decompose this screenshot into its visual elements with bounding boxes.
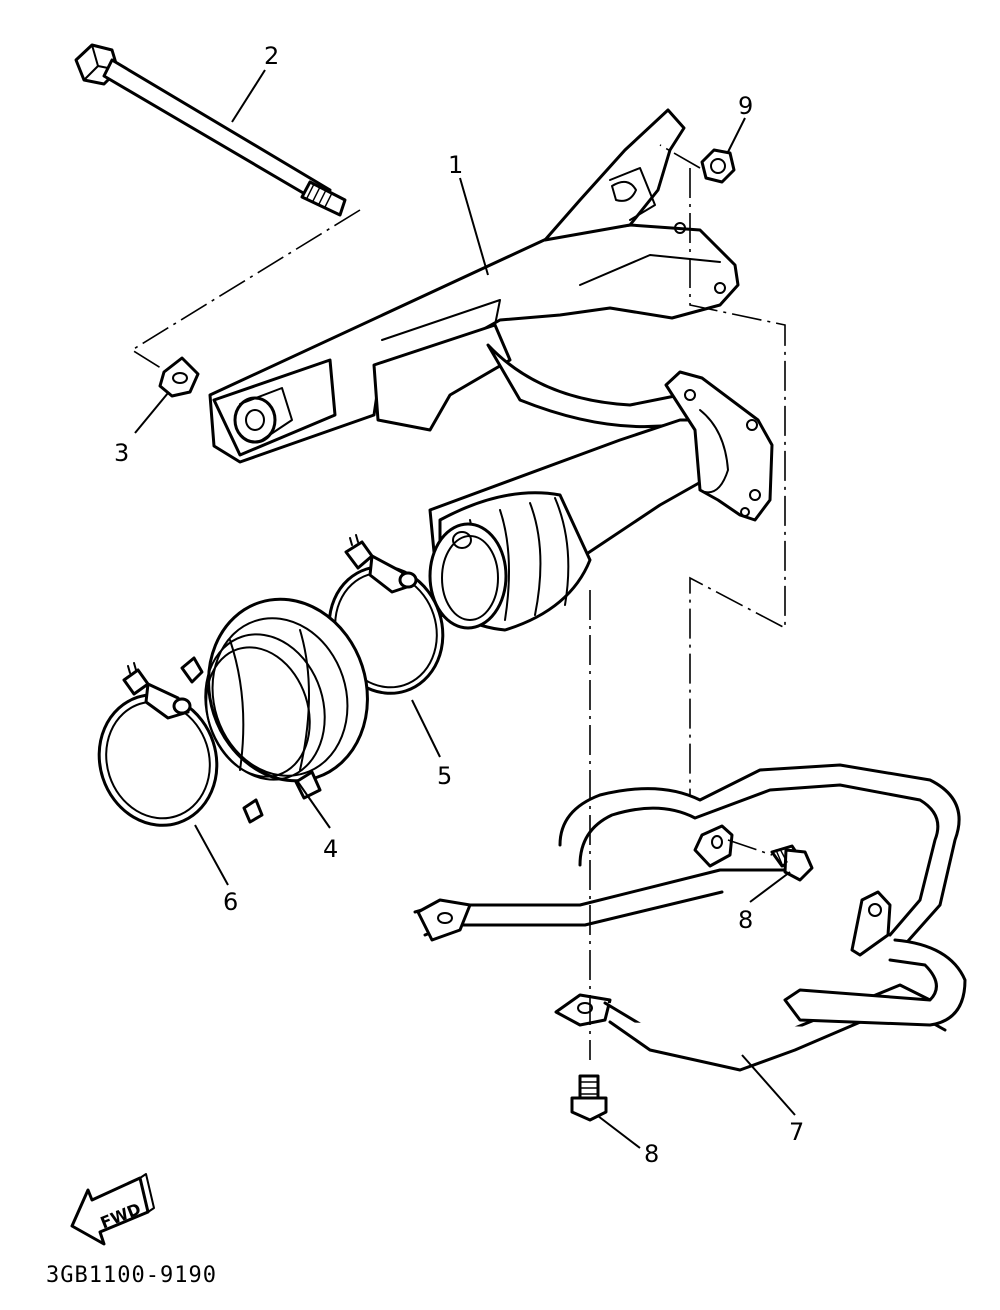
leader-2: [231, 69, 266, 123]
guard-bolt-lower: [570, 1074, 608, 1122]
leader-8a: [749, 871, 791, 903]
callout-3: 3: [114, 439, 129, 467]
leader-9: [727, 117, 746, 153]
callout-5: 5: [437, 762, 452, 790]
swing-arm: [208, 108, 774, 632]
rubber-boot: [180, 597, 369, 824]
leader-6: [194, 824, 229, 886]
leader-4: [297, 781, 331, 829]
pivot-bolt: [74, 43, 347, 217]
flange-nut: [700, 148, 736, 184]
rear-guard: [413, 763, 967, 1072]
callout-8-upper: 8: [738, 906, 753, 934]
leader-1: [459, 177, 489, 276]
callout-7: 7: [789, 1118, 804, 1146]
leader-3: [134, 392, 169, 434]
assembly-line-nut-2: [689, 168, 786, 832]
callout-2: 2: [264, 42, 279, 70]
callout-8-lower: 8: [644, 1140, 659, 1168]
callout-1: 1: [448, 151, 463, 179]
guard-bolt-upper: [770, 844, 814, 882]
callout-6: 6: [223, 888, 238, 916]
boot-clamp-large: [97, 662, 219, 827]
leader-8b: [597, 1115, 641, 1149]
assembly-line-upper-bolt: [727, 839, 773, 856]
drawing-code: 3GB1100-9190: [46, 1263, 217, 1288]
pivot-washer: [158, 356, 200, 398]
leader-7: [741, 1054, 796, 1116]
forward-direction-arrow: FWD: [70, 1173, 155, 1246]
callout-4: 4: [323, 835, 338, 863]
callout-9: 9: [738, 92, 753, 120]
leader-5: [411, 699, 441, 758]
assembly-line-nut: [659, 144, 701, 169]
